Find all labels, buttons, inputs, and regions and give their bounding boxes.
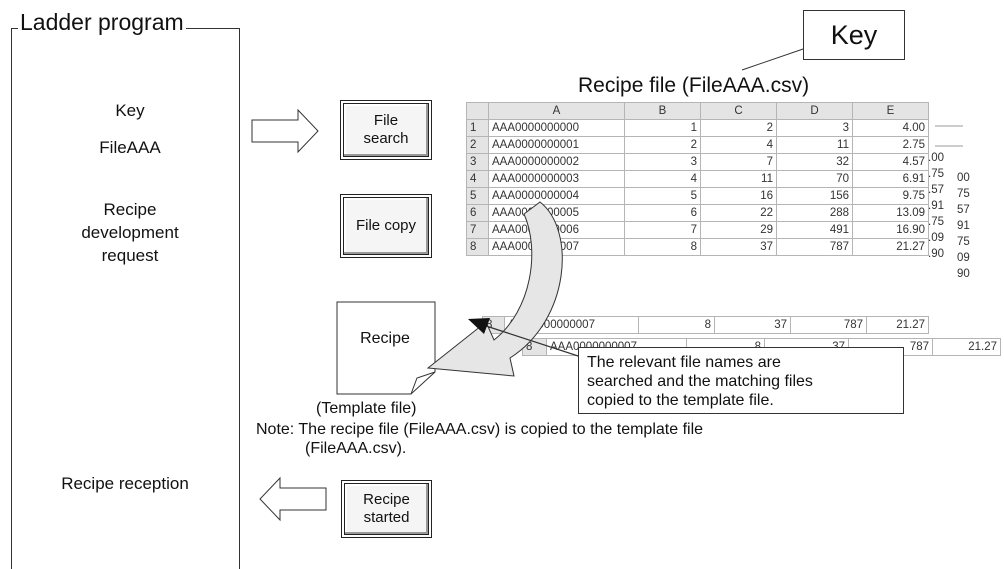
ladder-recipe-request: Recipe development request (81, 200, 179, 265)
right-block-arrow-icon (251, 108, 319, 154)
curved-copy-arrow-icon (426, 201, 563, 377)
template-document-icon (336, 301, 436, 395)
table-header-row: A B C D E (466, 102, 929, 120)
table-row: 6AAA000000000562228813.09 (466, 204, 929, 222)
ladder-file-label: FileAAA (99, 138, 161, 157)
template-file-caption: (Template file) (316, 400, 417, 417)
table-row: 7AAA000000000672949116.90 (466, 221, 929, 239)
ladder-key-label: Key (115, 101, 145, 120)
left-block-arrow-icon (259, 476, 327, 522)
note-line-1: Note: The recipe file (FileAAA.csv) is c… (256, 421, 704, 438)
key-label-box: Key (803, 10, 905, 60)
note-line-2: (FileAAA.csv). (305, 440, 407, 457)
stack-border-lines (935, 125, 963, 147)
key-pointer-line (741, 47, 807, 71)
template-document-label: Recipe (360, 330, 410, 347)
ladder-program-title: Ladder program (18, 8, 186, 36)
recipe-file-title: Recipe file (FileAAA.csv) (578, 74, 810, 97)
ladder-recipe-reception: Recipe reception (61, 474, 189, 493)
file-copy-button[interactable]: File copy (340, 194, 432, 258)
stack-fragments-1: .00 .75 .57 .91 .75 .09 .90 (928, 152, 944, 260)
stack-fragments-2: 00 75 57 91 75 09 90 (957, 172, 970, 280)
callout-box: The relevant file names are searched and… (578, 347, 904, 414)
